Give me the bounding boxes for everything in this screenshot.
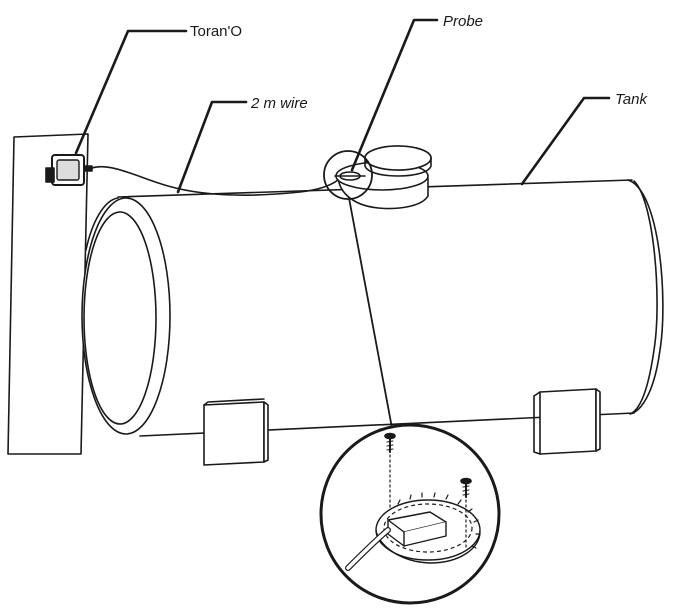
zoom-detail	[321, 425, 499, 603]
label-wire: 2 m wire	[251, 95, 308, 112]
wire	[92, 167, 338, 195]
leader-toran	[76, 31, 186, 153]
screw-1	[385, 434, 395, 511]
leader-tank	[522, 98, 609, 184]
leader-wire	[178, 102, 246, 192]
label-probe: Probe	[443, 13, 484, 30]
toran-o-device	[46, 155, 92, 185]
screw-2	[461, 479, 471, 549]
label-toran-o: Toran'O	[190, 23, 243, 40]
probe-highlight-circle	[324, 151, 372, 199]
wall-panel	[8, 134, 88, 454]
probe-housing	[335, 146, 431, 209]
leader-probe	[352, 20, 437, 170]
zoom-leader	[349, 198, 392, 428]
support-block-right	[534, 389, 600, 454]
support-block-left	[204, 399, 268, 465]
label-tank: Tank	[615, 91, 647, 108]
